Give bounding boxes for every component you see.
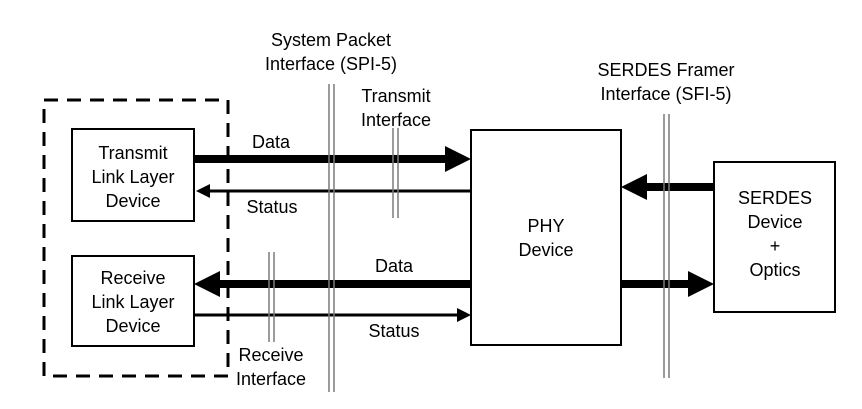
spi-boundary (328, 84, 335, 392)
transmit-link-layer-box (71, 128, 195, 222)
transmit-interface-line1: Transmit (361, 86, 430, 106)
receive-link-layer-line3: Device (105, 316, 160, 336)
spi-label-line2: Interface (SPI-5) (265, 54, 397, 74)
serdes-device-line4: Optics (749, 260, 800, 280)
transmit-link-layer-line3: Device (105, 191, 160, 211)
phy-device-line1: PHY (527, 216, 564, 236)
receive-interface-marker (268, 252, 275, 342)
receive-interface-line1: Receive (238, 345, 303, 365)
tx-data-label: Data (252, 132, 291, 152)
sfi-label-line1: SERDES Framer (597, 60, 734, 80)
spi-label-line1: System Packet (271, 30, 391, 50)
sfi-label-line2: Interface (SFI-5) (600, 84, 731, 104)
serdes-device-line2: Device (747, 212, 802, 232)
serdes-device-box (713, 161, 836, 313)
transmit-interface-line2: Interface (361, 110, 431, 130)
transmit-interface-marker (392, 128, 399, 218)
transmit-link-layer-line2: Link Layer (91, 167, 174, 187)
link-layer-group-border (42, 98, 230, 378)
sfi-boundary (663, 114, 670, 378)
receive-link-layer-line2: Link Layer (91, 292, 174, 312)
phy-device-line2: Device (518, 240, 573, 260)
receive-link-layer-box (71, 255, 195, 347)
receive-interface-line2: Interface (236, 369, 306, 389)
tx-status-label: Status (246, 197, 297, 217)
receive-link-layer-line1: Receive (100, 268, 165, 288)
rx-status-label: Status (368, 321, 419, 341)
serdes-device-line3: + (770, 236, 781, 256)
phy-device-box (470, 129, 622, 346)
transmit-link-layer-line1: Transmit (98, 143, 167, 163)
rx-data-label: Data (375, 256, 414, 276)
serdes-device-line1: SERDES (738, 188, 812, 208)
